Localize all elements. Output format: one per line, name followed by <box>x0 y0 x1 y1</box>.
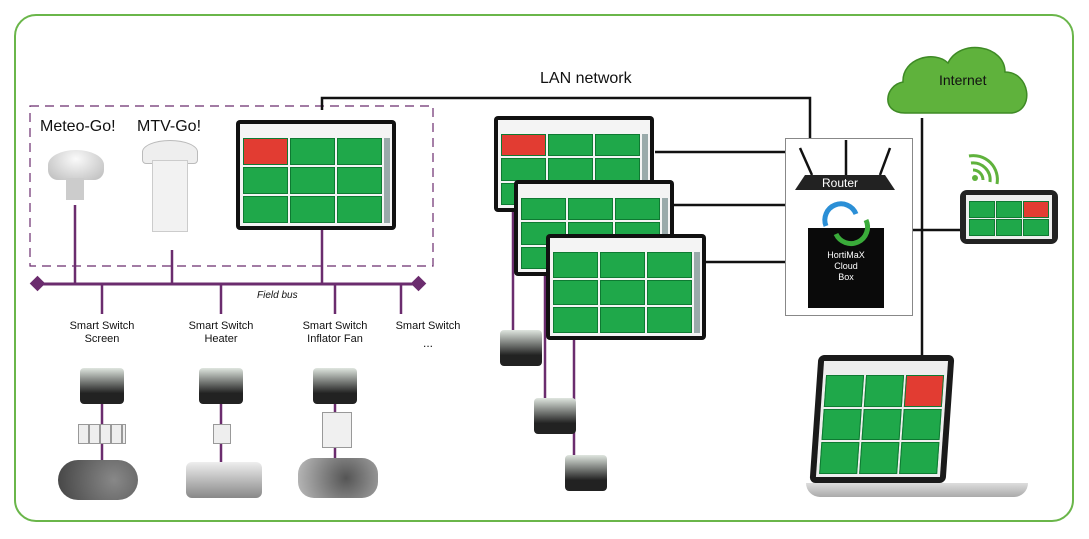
mtv-go-label: MTV-Go! <box>137 118 202 135</box>
inflator-fan <box>298 458 378 498</box>
smart-switch-b <box>534 398 576 434</box>
controller-screen-3 <box>546 234 706 340</box>
internet-cloud <box>887 46 1028 114</box>
field-bus-label: Field bus <box>257 290 298 301</box>
smart-switch-heater <box>199 368 243 404</box>
controller-screen-main <box>236 120 396 230</box>
lan-network-label: LAN network <box>540 70 632 87</box>
switch-label-generic: Smart Switch <box>395 320 461 332</box>
laptop-base <box>806 483 1028 497</box>
smartphone <box>960 190 1058 244</box>
internet-label: Internet <box>939 72 987 88</box>
wifi-icon <box>968 154 999 185</box>
sync-icon <box>822 201 859 227</box>
laptop <box>809 355 955 483</box>
more-switches-ellipsis: ... <box>423 336 434 350</box>
smart-switch-inflator-fan <box>313 368 357 404</box>
smart-switch-a <box>500 330 542 366</box>
meteo-go-sensor <box>48 150 104 180</box>
meteo-go-label: Meteo-Go! <box>40 118 116 135</box>
router-label: Router <box>822 176 859 190</box>
relay-inflator-fan <box>322 412 352 448</box>
smart-switch-c <box>565 455 607 491</box>
screen-motor <box>58 460 138 500</box>
relay-heater <box>213 424 231 444</box>
heater-unit <box>186 462 262 498</box>
relay-screen <box>78 424 126 444</box>
sensor-area-outline <box>29 105 434 267</box>
diagram-frame <box>14 14 1074 522</box>
smart-switch-screen <box>80 368 124 404</box>
lan-line <box>320 96 812 140</box>
